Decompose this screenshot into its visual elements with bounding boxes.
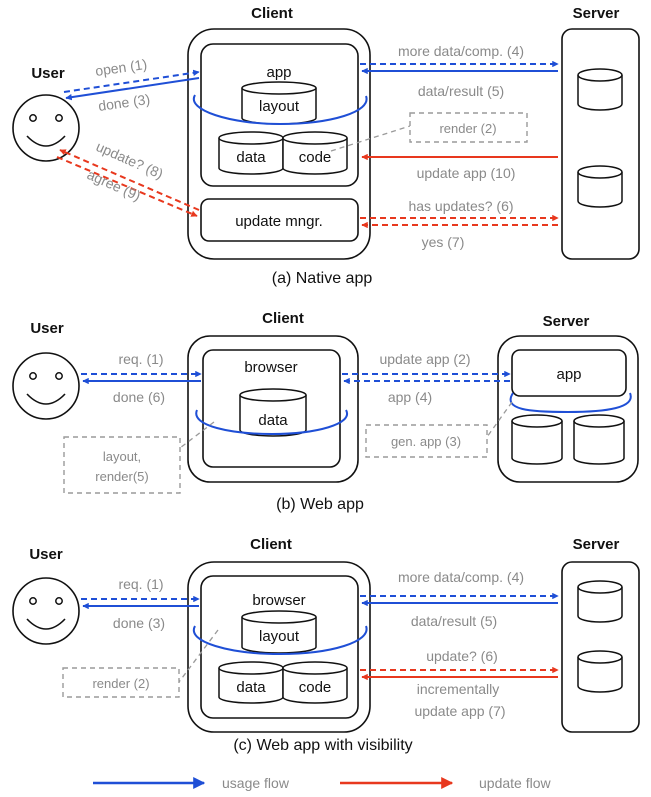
server-container	[561, 28, 640, 260]
more-data-label: more data/comp. (4)	[398, 43, 524, 59]
update-flow-label: update flow	[479, 775, 551, 791]
req-label: req. (1)	[118, 351, 163, 367]
code-cylinder	[282, 131, 348, 175]
yes-label: yes (7)	[422, 234, 465, 250]
server-app-label: app	[556, 366, 581, 383]
gen-app-loop	[509, 392, 632, 414]
layout-cylinder	[241, 81, 317, 125]
render-callout	[409, 112, 528, 143]
client-title: Client	[251, 5, 293, 22]
data-result-label: data/result (5)	[418, 83, 504, 99]
gen-app-leader	[486, 401, 513, 438]
update-app-label: update app (10)	[417, 165, 516, 181]
done-label: done (6)	[113, 389, 165, 405]
server-db-2	[573, 414, 625, 465]
client-title: Client	[250, 536, 292, 553]
done-label: done (3)	[97, 91, 151, 114]
data-cylinder	[218, 661, 284, 704]
app-label: app	[266, 64, 291, 81]
server-title: Server	[543, 313, 590, 330]
render-label: render (2)	[92, 676, 149, 691]
server-db-2	[577, 165, 623, 208]
render-label: render (2)	[439, 121, 496, 136]
layout-label: layout	[259, 98, 300, 115]
gen-app-label: gen. app (3)	[391, 434, 461, 449]
layout-render-label-2: render(5)	[95, 469, 148, 484]
caption-visibility: (c) Web app with visibility	[233, 737, 412, 754]
user-smiley-icon	[12, 94, 80, 162]
open-label: open (1)	[94, 56, 148, 79]
render-loop	[192, 94, 368, 126]
update-manager-label: update mngr.	[235, 213, 323, 230]
server-app-box	[511, 349, 627, 397]
incremental-update-label-1: incrementally	[417, 681, 499, 697]
layout-render-label-1: layout,	[103, 449, 141, 464]
render-leader	[178, 629, 219, 683]
data-result-label: data/result (5)	[411, 613, 497, 629]
open-arrow	[63, 69, 200, 93]
data-cylinder	[218, 131, 284, 175]
layout-render-callout	[63, 436, 181, 494]
server-db-1	[511, 414, 563, 465]
update-question-arrow	[59, 149, 200, 211]
user-title: User	[31, 65, 65, 82]
server-title: Server	[573, 5, 620, 22]
agree-label: agree (9)	[85, 166, 143, 204]
server-title: Server	[573, 536, 620, 553]
browser-label: browser	[244, 359, 297, 376]
data-label: data	[258, 412, 288, 429]
user-title: User	[30, 320, 64, 337]
layout-label: layout	[259, 628, 300, 645]
render-loop	[195, 409, 349, 436]
incremental-update-label-2: update app (7)	[414, 703, 505, 719]
code-label: code	[299, 149, 332, 166]
layout-render-leader	[179, 421, 215, 449]
render-loop	[192, 625, 368, 656]
code-label: code	[299, 679, 332, 696]
panel-web-app: Client Server User browser data app	[12, 310, 639, 513]
server-db-1	[577, 580, 623, 623]
browser-label: browser	[252, 592, 305, 609]
caption-native: (a) Native app	[272, 270, 373, 287]
data-label: data	[236, 149, 266, 166]
panel-native-app: Client Server User app layout data co	[12, 5, 640, 287]
server-db-2	[577, 650, 623, 693]
req-label: req. (1)	[118, 576, 163, 592]
app-label: app (4)	[388, 389, 432, 405]
user-title: User	[29, 546, 63, 563]
code-cylinder	[282, 661, 348, 704]
usage-flow-label: usage flow	[222, 775, 290, 791]
update-app-label: update app (2)	[379, 351, 470, 367]
render-callout	[62, 667, 180, 698]
server-db-1	[577, 68, 623, 111]
user-smiley-icon	[12, 352, 80, 420]
user-smiley-icon	[12, 577, 80, 645]
gen-app-callout	[365, 424, 488, 458]
done-label: done (3)	[113, 615, 165, 631]
caption-web: (b) Web app	[276, 496, 364, 513]
agree-arrow	[56, 156, 198, 217]
render-leader	[330, 125, 411, 152]
layout-cylinder	[241, 610, 317, 654]
done-arrow	[65, 77, 200, 101]
client-title: Client	[262, 310, 304, 327]
panel-web-visibility: Client Server User browser layout data c…	[12, 536, 640, 754]
has-updates-label: has updates? (6)	[408, 198, 513, 214]
update-question-label: update? (6)	[426, 648, 498, 664]
legend: usage flow update flow	[93, 775, 551, 791]
update-manager-box	[200, 198, 359, 242]
more-data-label: more data/comp. (4)	[398, 569, 524, 585]
data-label: data	[236, 679, 266, 696]
